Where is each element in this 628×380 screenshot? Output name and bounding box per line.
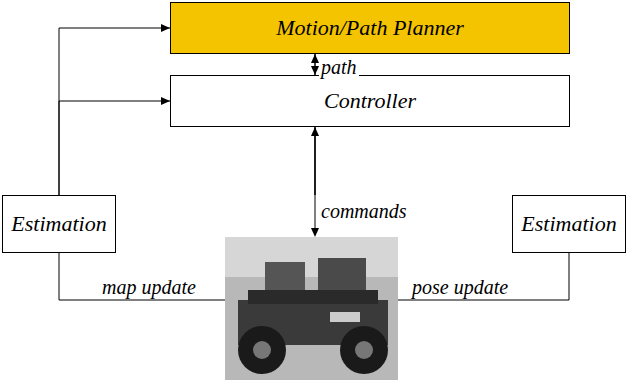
connector (59, 28, 170, 195)
arrow-head (311, 228, 319, 237)
edge-label: path (319, 56, 359, 78)
node-text: Estimation (11, 211, 106, 237)
estimation-box: Estimation (512, 195, 626, 253)
robot-badge (330, 312, 360, 322)
photo-ground (225, 237, 398, 380)
robot-sensor (265, 262, 305, 292)
connector (315, 127, 316, 195)
node-text: Motion/Path Planner (276, 15, 464, 41)
robot-wheel (238, 326, 286, 374)
photo-sky (225, 237, 398, 277)
planner-box: Motion/Path Planner (170, 2, 570, 54)
robot-hub (253, 341, 271, 359)
robot-wheel (340, 326, 388, 374)
edge-label: commands (319, 200, 409, 222)
command-line (315, 128, 316, 229)
line-label: pose update (410, 276, 510, 298)
controller-box: Controller (170, 75, 570, 127)
node-text: Controller (324, 88, 416, 114)
connector (59, 101, 170, 195)
line-label: map update (100, 276, 198, 298)
node-text: Estimation (521, 211, 616, 237)
estimation-box: Estimation (2, 195, 116, 253)
robot-deck (248, 290, 378, 304)
feedback-line (59, 253, 225, 300)
feedback-line (398, 253, 569, 300)
robot-hub (355, 341, 373, 359)
